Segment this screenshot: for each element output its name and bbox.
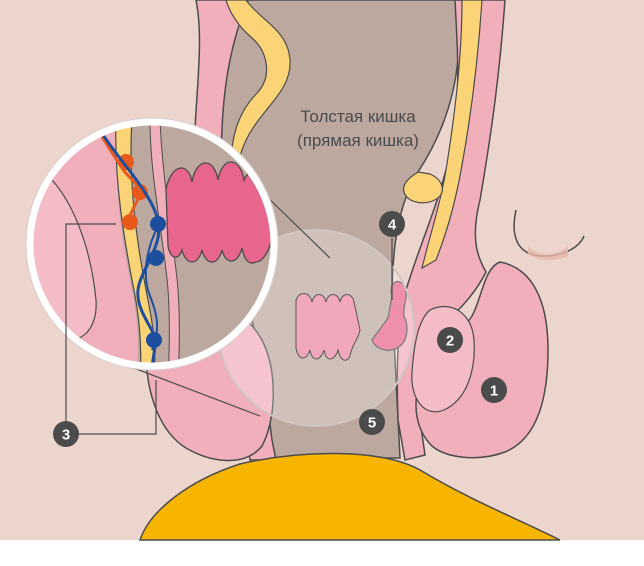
marker-5: 5 [359,409,385,435]
bottom-strip [0,540,644,566]
marker-4: 4 [379,211,405,237]
title-line-2: (прямая кишка) [297,131,419,150]
marker-3-label: 3 [62,427,70,444]
title-line-1: Толстая кишка [300,107,416,126]
marker-1: 1 [481,377,507,403]
marker-1-label: 1 [490,383,498,400]
marker-2: 2 [437,327,463,353]
marker-4-label: 4 [388,217,397,234]
marker-5-label: 5 [368,415,376,432]
marker-2-label: 2 [446,333,454,350]
marker-3: 3 [53,421,79,447]
